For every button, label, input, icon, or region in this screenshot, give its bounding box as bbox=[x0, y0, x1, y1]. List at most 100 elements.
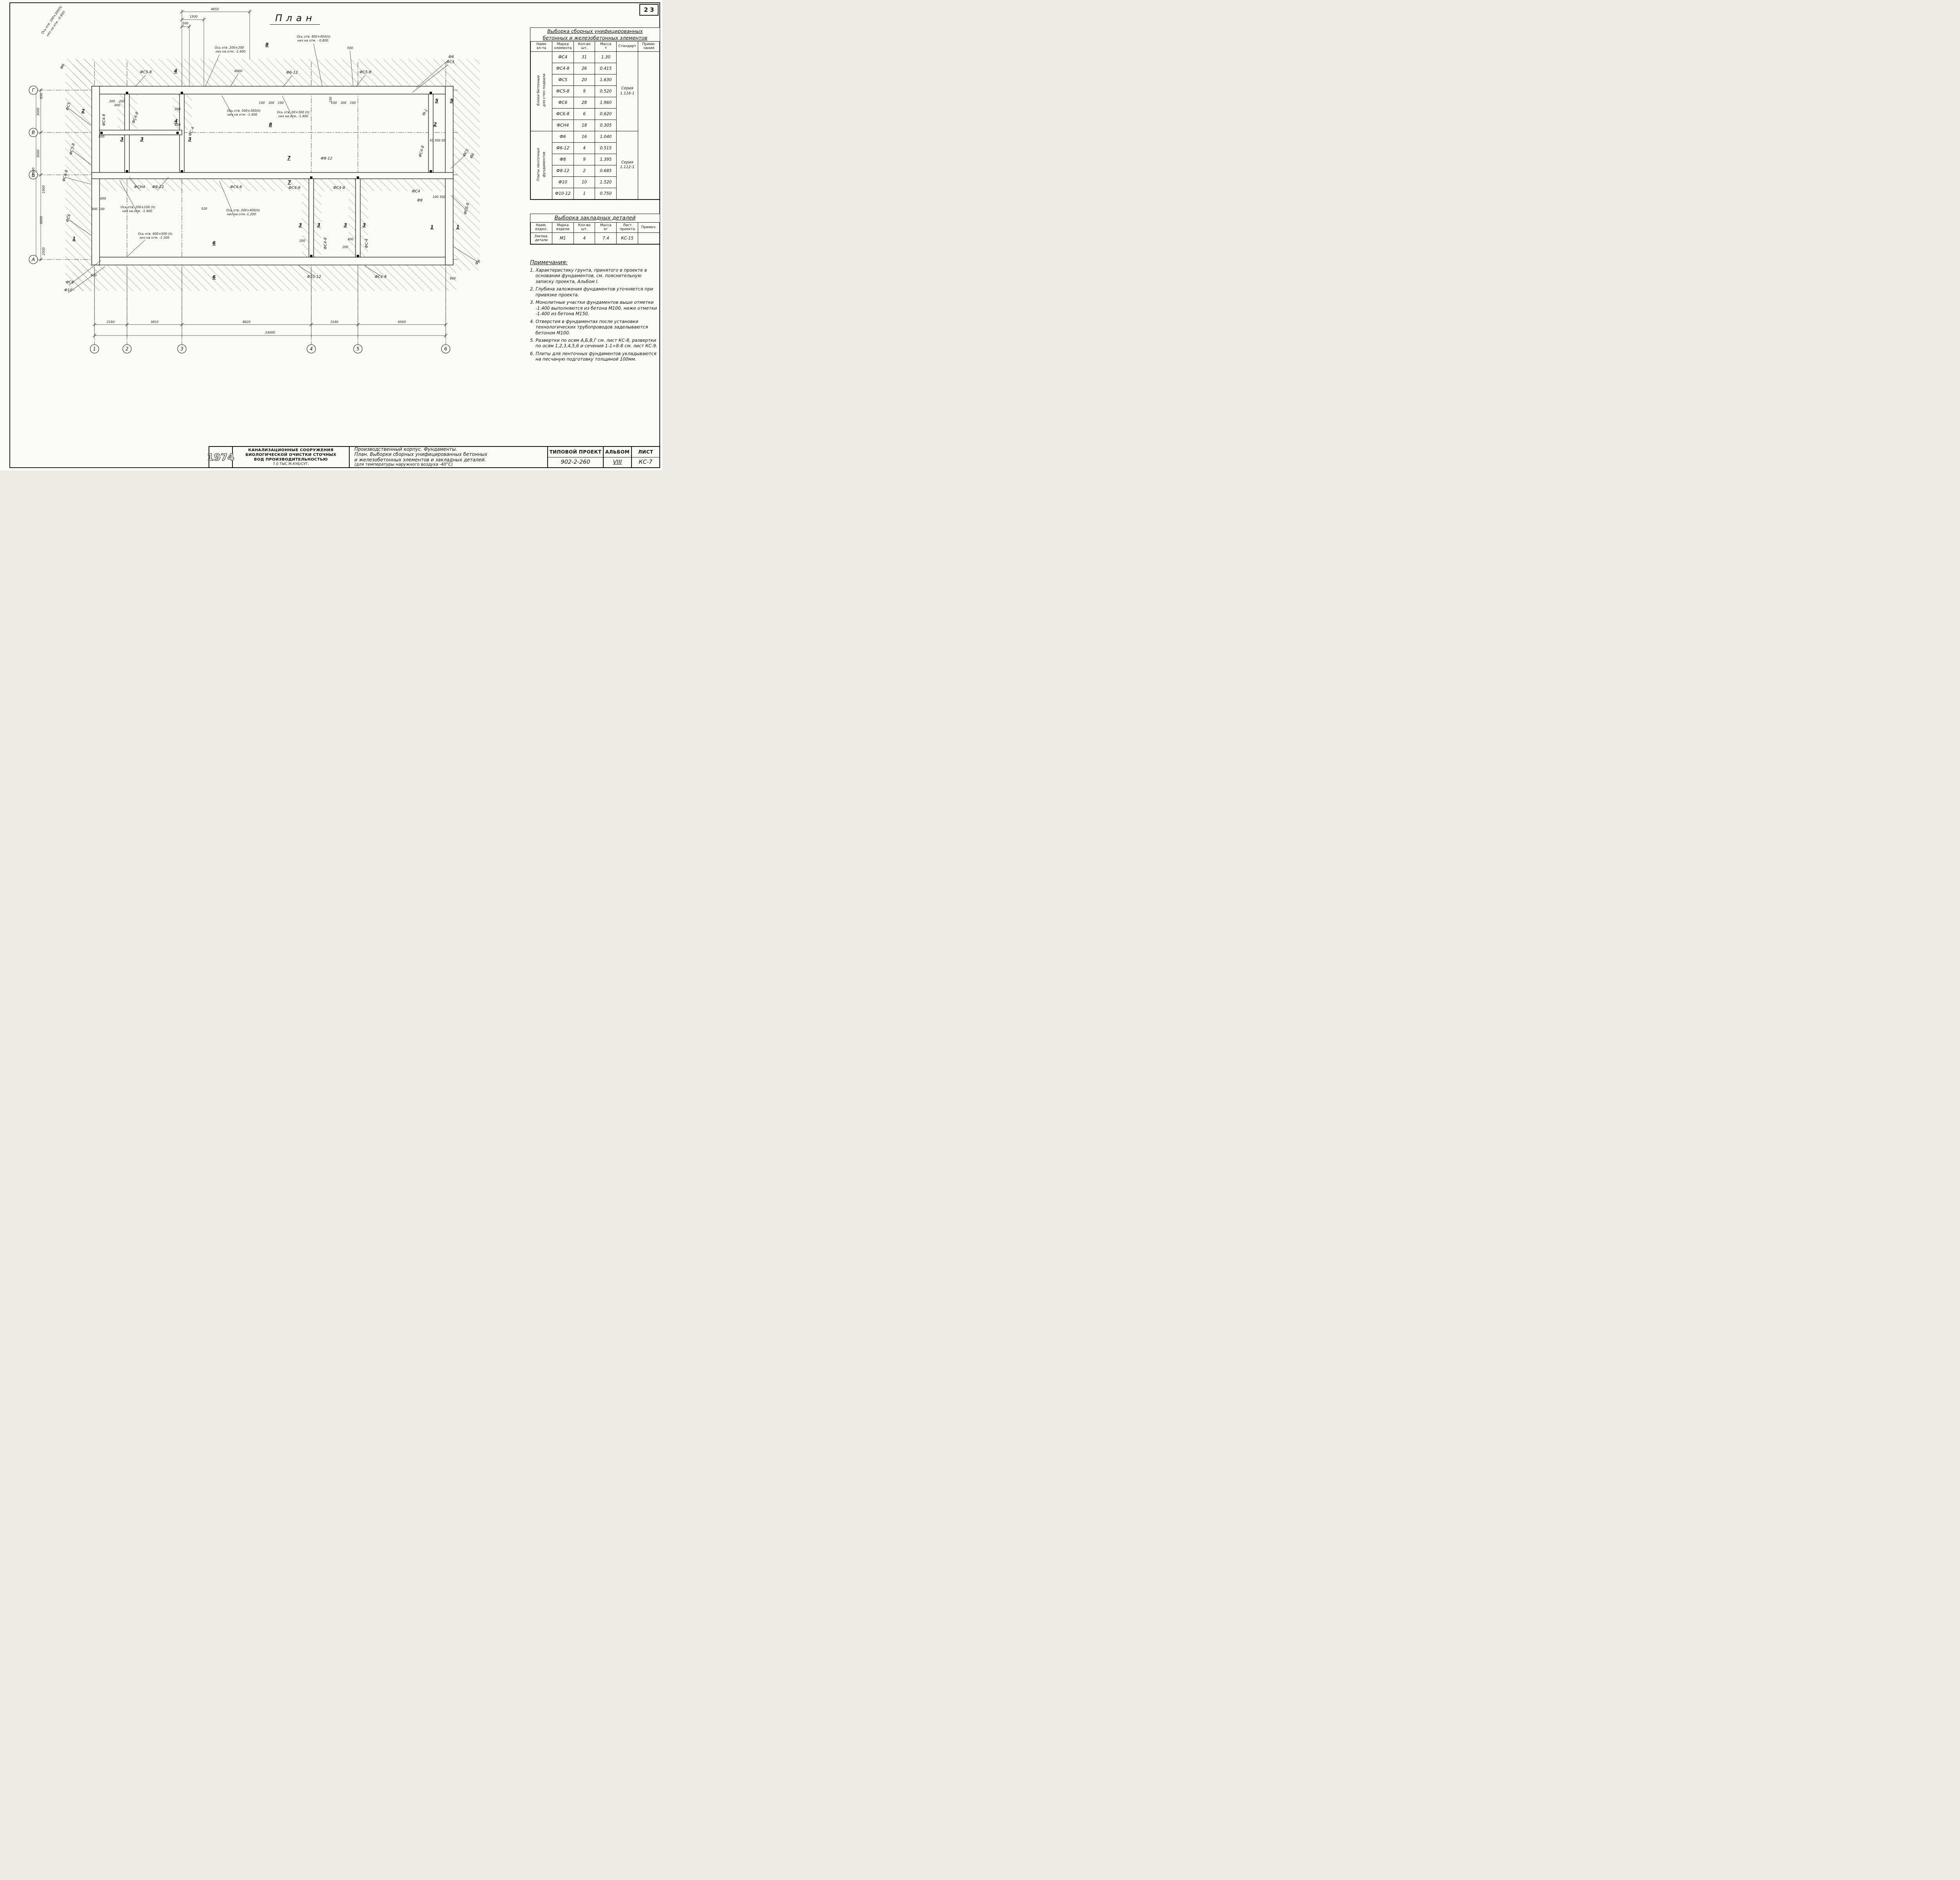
section-mark: 7 bbox=[288, 180, 291, 185]
title-block-project: ТИПОВОЙ ПРОЕКТ 902-2-260 bbox=[548, 447, 604, 467]
cell: 0.515 bbox=[595, 142, 617, 154]
opening-annotation: низ на отм. -1.400 bbox=[278, 114, 308, 118]
group-name: Блоки бетонные для стен подвала bbox=[536, 74, 546, 107]
cell: 9 bbox=[573, 153, 595, 165]
note-item: 5. Развертки по осям А,Б,В,Г см. лист КС… bbox=[530, 338, 658, 349]
group-name-cell: Плиты ленточных фундаментов bbox=[530, 131, 552, 200]
axis-circle-2 bbox=[122, 344, 132, 354]
opening-annotation: Ось отв. 600×500 (h) bbox=[138, 232, 172, 236]
axis-circle-В bbox=[29, 128, 38, 137]
dimension-text: 24000 bbox=[265, 331, 275, 334]
sheet-number-box: 23 bbox=[639, 4, 659, 16]
notes-list: 1. Характеристику грунта, принятого в пр… bbox=[530, 268, 660, 363]
element-label: ФС6-8 bbox=[375, 275, 387, 279]
element-label: ФС-4 bbox=[365, 239, 369, 248]
section-mark: 3 bbox=[188, 136, 191, 142]
column-header: Лист проекта bbox=[616, 222, 639, 233]
cell: ФС4-8 bbox=[552, 62, 574, 74]
section-mark: 6 bbox=[212, 240, 216, 246]
axis-circle-3-label: 3 bbox=[180, 346, 183, 352]
dimension-text: 6000 bbox=[40, 216, 43, 224]
axis-circle-Г-label: Г bbox=[32, 87, 35, 93]
dimension-text: 3180 bbox=[330, 320, 338, 324]
section-mark: 3 bbox=[299, 222, 302, 228]
group-name-cell: Блоки бетонные для стен подвала bbox=[530, 51, 552, 131]
section-mark: 8 bbox=[265, 42, 269, 47]
cell: ФС6-8 bbox=[552, 108, 574, 120]
dimension-text: 100 bbox=[278, 101, 283, 105]
cell: 0.620 bbox=[595, 108, 617, 120]
opening-annotation: Ось отв. 500×300(h) bbox=[227, 109, 261, 113]
cell: Ф8 bbox=[552, 153, 574, 165]
cell: М1 bbox=[552, 232, 574, 244]
axis-circle-5 bbox=[353, 344, 363, 354]
dimension-text: 500 bbox=[439, 195, 445, 199]
opening-annotation: низ на отм. -1.300 bbox=[140, 236, 169, 240]
cell: 1.630 bbox=[595, 74, 617, 86]
cell: ФС4 bbox=[552, 51, 574, 63]
dimension-text: 600 bbox=[100, 197, 106, 200]
section-mark: 6 bbox=[212, 274, 216, 280]
cell: 4 bbox=[573, 232, 595, 244]
section-mark: 1 bbox=[73, 236, 76, 241]
cell bbox=[638, 232, 660, 244]
dimension-text: 12000 bbox=[32, 167, 35, 177]
sheet-label: ЛИСТ bbox=[632, 447, 659, 457]
dimension-text: 600 bbox=[91, 274, 96, 277]
section-mark: 1 bbox=[456, 224, 459, 230]
element-label: М-1 bbox=[422, 108, 429, 116]
cell: ФС6 bbox=[552, 96, 574, 109]
sheet-number: 23 bbox=[644, 6, 656, 13]
building-walls bbox=[91, 86, 454, 265]
dimension-text: 200 bbox=[119, 100, 125, 103]
dimension-text: 1900 bbox=[42, 185, 45, 193]
section-mark: 4 bbox=[174, 68, 177, 74]
subject-line: (для температуры наружного воздуха -40°C… bbox=[354, 462, 453, 467]
dimension-text: 300 bbox=[340, 101, 346, 105]
subject-line: Производственный корпус. Фундаменты. bbox=[354, 446, 457, 452]
dimension-text: 2190 bbox=[107, 320, 114, 324]
cell: Ф8-12 bbox=[552, 165, 574, 177]
element-label: Ф8 bbox=[417, 198, 423, 203]
cell: 1 bbox=[573, 187, 595, 200]
dimension-text: 6000 bbox=[234, 69, 242, 73]
note-item: 6. Плиты для ленточных фундаментов уклад… bbox=[530, 351, 657, 362]
axis-circle-1-label: 1 bbox=[93, 346, 96, 352]
element-label: Ф6-12 bbox=[286, 71, 298, 75]
dimension-text: 50 bbox=[441, 139, 445, 142]
standard-cell: Серия 1.116-1 bbox=[616, 51, 639, 131]
elements-table-title-line2: бетонных и железобетонных элементов bbox=[543, 35, 648, 41]
subject-line: План. Выборки сборных унифицированных бе… bbox=[354, 452, 488, 457]
notes-section: Примечания: 1. Характеристику грунта, пр… bbox=[530, 259, 660, 365]
dimension-text: 100 bbox=[98, 207, 104, 211]
dimension-text: 500 bbox=[98, 135, 104, 138]
element-label: ФС5-8 bbox=[140, 70, 152, 74]
cell: 0.415 bbox=[595, 62, 617, 74]
section-mark: 1 bbox=[430, 224, 434, 230]
opening-annotation: Ось отв. 200×100 (h) bbox=[121, 205, 155, 209]
cell: 6 bbox=[573, 108, 595, 120]
dimension-text: 100 bbox=[432, 195, 438, 199]
element-label: Ф10 bbox=[64, 288, 72, 292]
opening-annotation: низ на отм. -1.400 bbox=[216, 50, 245, 53]
cell: 9 bbox=[573, 85, 595, 97]
dimension-text: 100 bbox=[259, 101, 265, 105]
cell: 4 bbox=[573, 142, 595, 154]
dimension-text: 500 bbox=[347, 46, 353, 50]
axis-circle-6 bbox=[441, 344, 450, 354]
dimension-text: 50 bbox=[430, 139, 434, 142]
section-mark: 2 bbox=[82, 108, 85, 114]
title-block-sheet: ЛИСТ КС-7 bbox=[632, 447, 659, 467]
opening-annotation: Ось отв. 200×400(h) bbox=[226, 209, 260, 212]
cell: 1.960 bbox=[595, 96, 617, 109]
standard-cell: Серия 1.112-1 bbox=[616, 131, 639, 200]
dimension-text: 400 bbox=[114, 103, 120, 107]
cell: КС-15 bbox=[616, 232, 639, 244]
dimension-text: 400 bbox=[347, 238, 353, 241]
